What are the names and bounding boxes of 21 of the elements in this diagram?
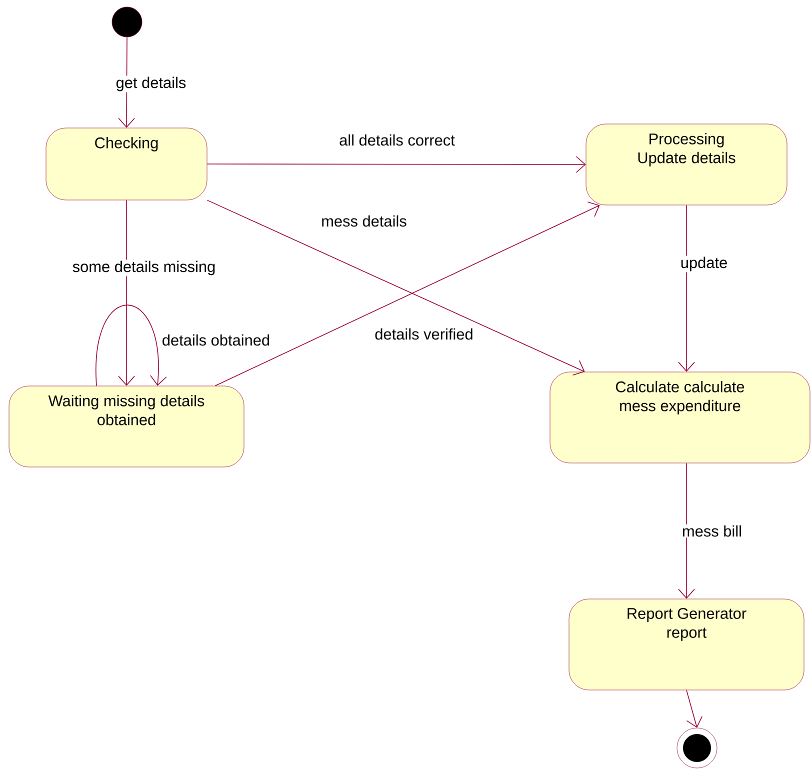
edge-label: get details xyxy=(114,76,188,92)
initial-state xyxy=(112,6,142,38)
state-box: Checking xyxy=(46,128,208,200)
edge-label: mess details xyxy=(320,214,408,228)
edge-label: mess bill xyxy=(680,524,744,538)
edge-label: all details correct xyxy=(338,133,456,147)
state-box: Waiting missing details obtained xyxy=(8,386,244,468)
edge-label: details verified xyxy=(374,327,474,341)
arrow xyxy=(678,462,695,599)
edge-label: some details missing xyxy=(71,260,217,276)
state-box: Report Generator report xyxy=(568,598,804,690)
arrow xyxy=(686,690,703,728)
arrow xyxy=(118,200,135,386)
edge-label: update xyxy=(679,256,729,272)
final-state xyxy=(676,728,718,768)
arrow xyxy=(678,204,695,372)
edge-label: details obtained xyxy=(160,333,272,347)
state-box: Processing Update details xyxy=(586,124,788,206)
arrow xyxy=(96,304,167,386)
state-box: Calculate calculate mess expenditure xyxy=(550,372,810,464)
arrow xyxy=(206,156,586,173)
